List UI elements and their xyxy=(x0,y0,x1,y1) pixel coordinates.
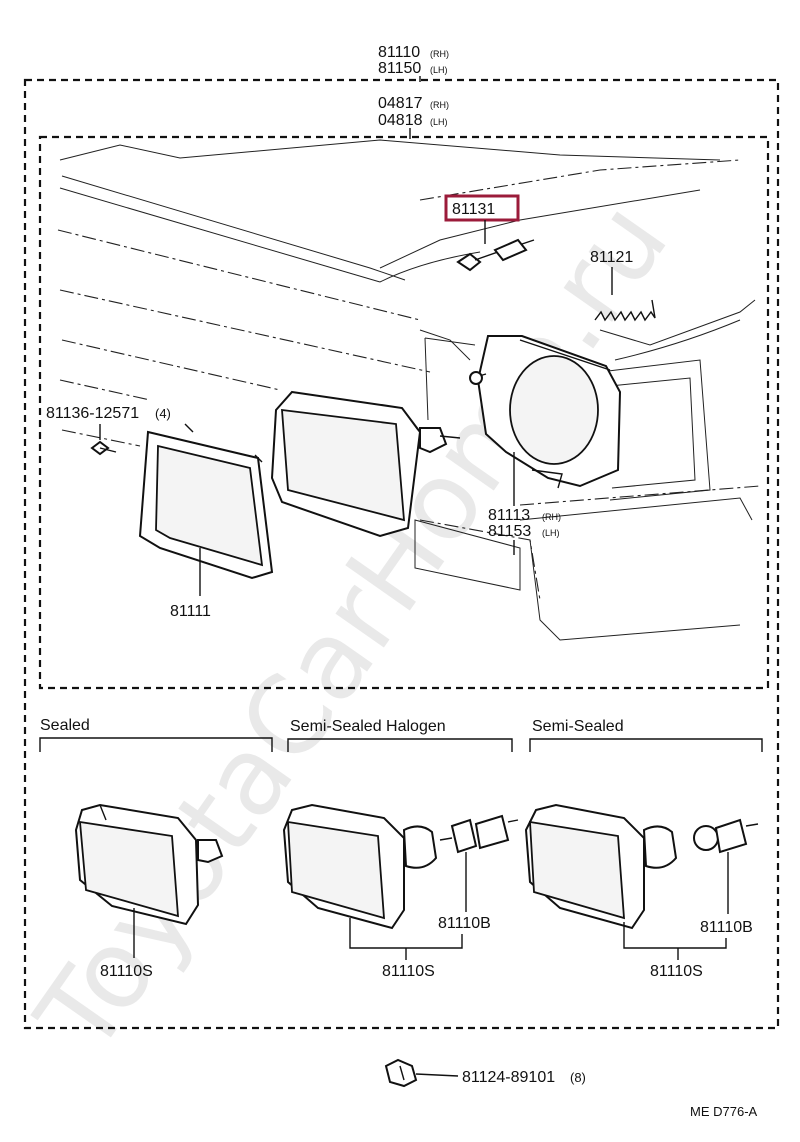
sealed-beam-lamp xyxy=(74,803,224,926)
mounting-bracket xyxy=(469,335,622,489)
clip-quantity: (8) xyxy=(570,1070,586,1085)
section-title-sealed: Sealed xyxy=(40,717,90,734)
retaining-ring xyxy=(138,423,274,580)
adjusting-spring xyxy=(594,299,656,322)
part-label-81153[interactable]: 81153 xyxy=(488,523,531,540)
sealed-unit-label[interactable]: 81110S xyxy=(100,963,153,980)
clip-number[interactable]: 81124-89101 xyxy=(462,1069,555,1086)
halogen-bulb-label[interactable]: 81110B xyxy=(438,915,491,932)
part-label-81136[interactable]: 81136-12571 xyxy=(46,405,139,422)
section-title-semi-sealed-halogen: Semi-Sealed Halogen xyxy=(290,718,446,735)
screw-quantity: (4) xyxy=(155,406,171,421)
halogen-unit-label[interactable]: 81110S xyxy=(382,963,435,980)
headlamp-unit xyxy=(270,390,461,538)
diagram-reference: ME D776-A xyxy=(690,1104,758,1119)
car-body-outline xyxy=(57,139,761,641)
assembly-suffix-rh: (RH) xyxy=(430,49,449,59)
part-label-81121[interactable]: 81121 xyxy=(590,249,633,266)
sub-assembly-suffix-rh: (RH) xyxy=(430,100,449,110)
sub-assembly-number-rh: 04817 xyxy=(378,95,423,112)
watermark: ToyotaCarHome.ru xyxy=(13,181,692,1076)
adjusting-screw xyxy=(456,238,535,272)
assembly-number-lh: 81150 xyxy=(378,60,421,77)
part-label-81113[interactable]: 81113 xyxy=(488,507,530,524)
assembly-suffix-lh: (LH) xyxy=(430,65,448,75)
bracket-suffix-lh: (LH) xyxy=(542,528,560,538)
bracket-suffix-rh: (RH) xyxy=(542,512,561,522)
mounting-screw xyxy=(90,440,117,456)
sub-assembly-suffix-lh: (LH) xyxy=(430,117,448,127)
semi-sealed-bulb-label[interactable]: 81110B xyxy=(700,919,753,936)
section-title-semi-sealed: Semi-Sealed xyxy=(532,718,624,735)
assembly-number-rh: 81110 xyxy=(378,44,420,61)
semi-sealed-halogen-lamp xyxy=(282,803,519,930)
clip-part xyxy=(384,1058,418,1088)
sub-assembly-number-lh: 04818 xyxy=(378,112,423,129)
semi-sealed-unit-label[interactable]: 81110S xyxy=(650,963,703,980)
semi-sealed-lamp xyxy=(524,803,759,930)
sub-assembly-frame xyxy=(38,135,770,690)
highlight-box xyxy=(444,194,520,222)
part-label-81111[interactable]: 81111 xyxy=(170,603,211,620)
part-label-81131[interactable]: 81131 xyxy=(452,201,495,218)
